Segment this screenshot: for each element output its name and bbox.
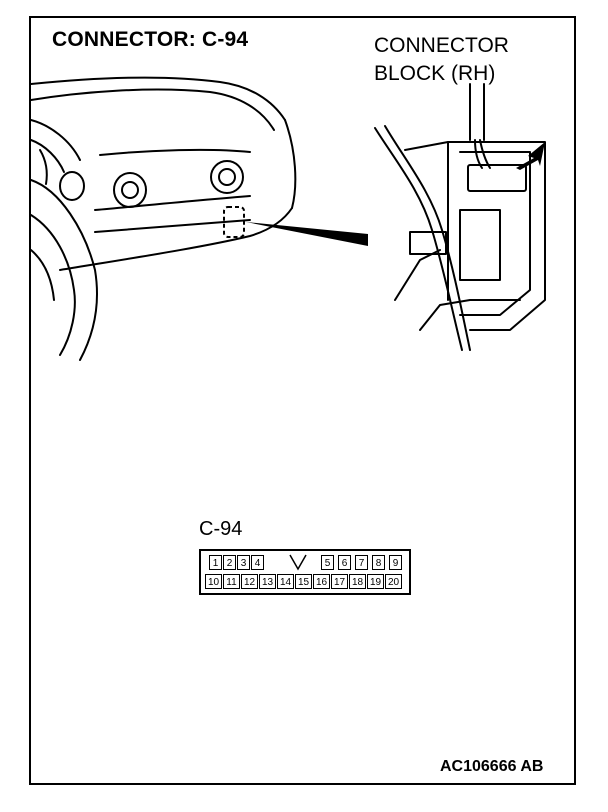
pin-cell: 3 — [237, 555, 250, 570]
dash-panel-seam-2 — [39, 149, 48, 185]
dashboard-right-edge — [284, 119, 297, 209]
instrument-hood-inner — [30, 139, 65, 173]
harness-left-2 — [384, 125, 471, 351]
pin-cell: 10 — [205, 574, 222, 589]
pin-cell: 19 — [367, 574, 384, 589]
pin-cell: 16 — [313, 574, 330, 589]
connector-id-label: C-94 — [199, 518, 243, 540]
pin-cell: 18 — [349, 574, 366, 589]
instrument-hood — [30, 119, 81, 161]
pin-cell: 12 — [241, 574, 258, 589]
diagram-frame — [29, 16, 576, 785]
connector-block-label-line-1: CONNECTOR — [374, 34, 509, 57]
steering-wheel-inner — [30, 214, 76, 356]
block-bracket-inner — [459, 151, 531, 316]
pin-cell: 9 — [389, 555, 402, 570]
pin-cell: 11 — [223, 574, 240, 589]
pin-cell: 15 — [295, 574, 312, 589]
block-lower-2 — [419, 299, 521, 331]
pin-cell: 20 — [385, 574, 402, 589]
arrow-icon — [516, 142, 545, 170]
pin-cell: 14 — [277, 574, 294, 589]
vent-left — [59, 171, 85, 201]
steering-wheel-outer — [30, 179, 98, 361]
pin-cell: 7 — [355, 555, 368, 570]
pin-cell: 1 — [209, 555, 222, 570]
dashboard-upper-curve — [30, 88, 275, 131]
connector-body-2 — [459, 209, 501, 281]
figure-code: AC106666 AB — [440, 758, 544, 775]
pin-cell: 6 — [338, 555, 351, 570]
harness-left — [374, 127, 463, 351]
dash-panel-seam — [94, 219, 251, 233]
dashboard-lower-edge — [59, 207, 293, 271]
block-lower — [394, 249, 441, 301]
keying-notch — [289, 554, 307, 571]
side-clip — [409, 231, 447, 255]
connector-body — [467, 164, 527, 192]
vent-center-inner — [121, 181, 139, 199]
steering-column — [30, 249, 55, 301]
pin-cell: 8 — [372, 555, 385, 570]
connector-block-label-line-2: BLOCK (RH) — [374, 62, 496, 85]
wire-bundle — [479, 139, 491, 169]
dashboard-top-edge — [30, 76, 286, 121]
diagram-title: CONNECTOR: C-94 — [52, 28, 249, 51]
vent-right-inner — [218, 168, 236, 186]
vent-right — [210, 160, 244, 194]
connector-location-marker — [223, 206, 245, 238]
pointer-wedge — [246, 222, 368, 246]
pin-layout: 1 2 3 4 5 6 7 8 9 10 11 12 13 14 15 16 1… — [199, 549, 411, 595]
pin-cell: 13 — [259, 574, 276, 589]
dashboard-inner-ridge — [99, 148, 251, 156]
pin-cell: 2 — [223, 555, 236, 570]
vent-center — [113, 172, 147, 208]
block-bracket-left — [404, 141, 449, 301]
connector-block-label: CONNECTOR BLOCK (RH) — [374, 32, 509, 88]
pin-cell: 5 — [321, 555, 334, 570]
dashboard-shelf — [94, 195, 251, 211]
pin-cell: 17 — [331, 574, 348, 589]
pin-cell: 4 — [251, 555, 264, 570]
block-bracket-right — [447, 141, 546, 331]
wire-bundle-2 — [474, 139, 483, 169]
